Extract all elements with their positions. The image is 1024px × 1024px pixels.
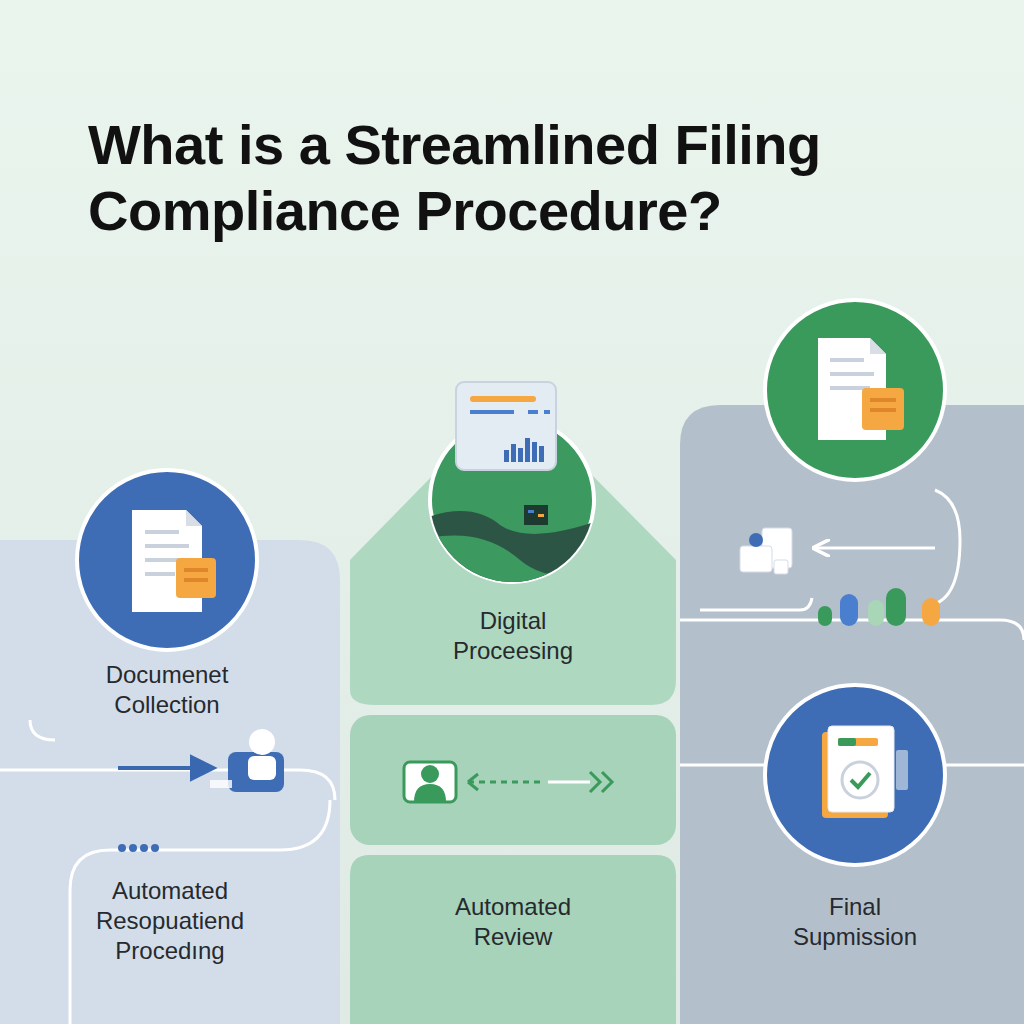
chart-icon	[420, 382, 600, 600]
process-panel: Final Supmission	[700, 884, 1010, 956]
dashed-line	[468, 781, 540, 784]
right-panel	[680, 405, 1024, 1024]
person-icon	[210, 729, 284, 792]
dot-marks	[118, 844, 159, 852]
document-icon	[132, 510, 216, 612]
process-panel: Automated Review	[372, 884, 654, 956]
step-label: Final Supmission	[775, 892, 935, 952]
arrow-head	[590, 772, 612, 792]
card-icon	[740, 528, 792, 574]
approval-icon	[765, 685, 945, 865]
bottom-panel	[350, 855, 676, 1024]
step-label: Documenet Collection	[67, 660, 267, 720]
document-icon	[818, 338, 904, 440]
document-icon	[77, 470, 257, 650]
process-panel: Automated Resopuatiend Procedıng	[30, 868, 310, 970]
document-icon	[765, 300, 945, 480]
diagram-title: What is a Streamlined Filing Compliance …	[88, 112, 828, 243]
middle-panel	[350, 715, 676, 845]
flow-curve	[30, 720, 55, 740]
flow-curve	[70, 800, 330, 1024]
bar-icons	[818, 588, 940, 626]
process-panel: Documenet Collection	[40, 652, 294, 724]
step-label: Digital Proceesing	[423, 606, 603, 666]
flow-arrow	[816, 547, 935, 550]
person-icon	[404, 762, 456, 802]
divider-line	[0, 770, 335, 800]
step-label: Automated Resopuatiend Procedıng	[70, 876, 270, 966]
step-label: Automated Review	[428, 892, 598, 952]
flow-line	[700, 598, 812, 610]
flow-line	[548, 781, 590, 784]
arrow-head	[468, 774, 478, 790]
approval-icon	[822, 726, 908, 818]
process-panel: Digital Proceesing	[372, 598, 654, 670]
flow-arrow	[118, 766, 212, 770]
